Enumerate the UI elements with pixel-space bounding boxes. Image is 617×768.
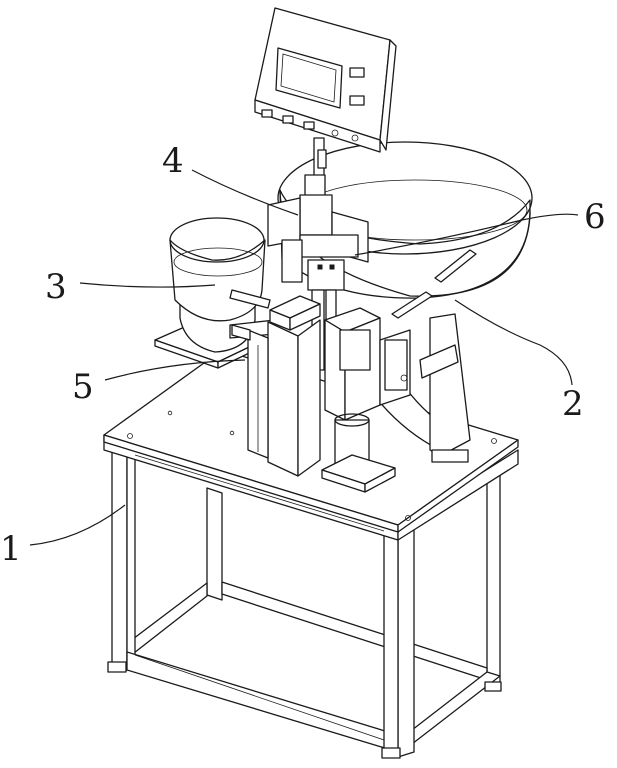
left-slide-block bbox=[231, 295, 321, 477]
leader-5 bbox=[104, 359, 246, 381]
leader-2 bbox=[454, 299, 573, 386]
callout-2: 2 bbox=[562, 384, 584, 424]
callout-leaders bbox=[29, 169, 579, 546]
right-mechanism bbox=[321, 307, 411, 493]
callout-3: 3 bbox=[45, 267, 67, 307]
callout-6: 6 bbox=[584, 197, 606, 237]
leader-1 bbox=[29, 504, 126, 546]
leader-4 bbox=[191, 169, 299, 216]
leader-3 bbox=[79, 282, 216, 288]
callout-1: 1 bbox=[0, 529, 22, 569]
control-panel bbox=[254, 7, 397, 179]
callout-4: 4 bbox=[162, 141, 184, 181]
callout-labels: 1 2 3 4 5 6 bbox=[0, 141, 606, 569]
leader-6 bbox=[354, 213, 579, 256]
callout-5: 5 bbox=[72, 367, 94, 407]
